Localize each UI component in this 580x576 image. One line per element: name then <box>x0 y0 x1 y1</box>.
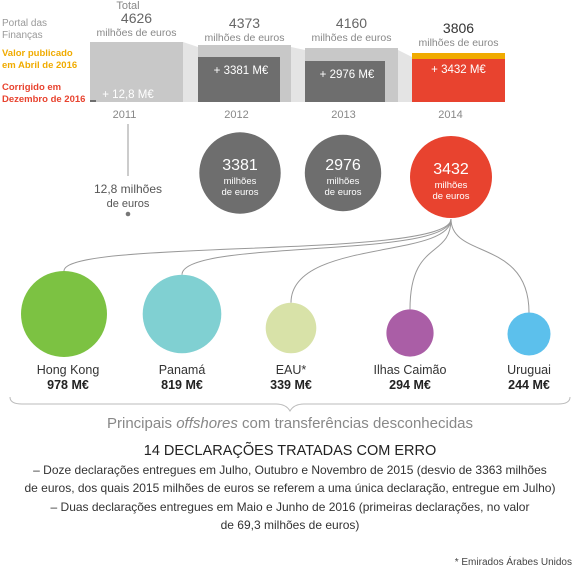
bar-connector-1 <box>291 47 305 102</box>
legend-corrected-1: Corrigido em <box>2 82 61 93</box>
offshore-bubble-0 <box>21 271 107 357</box>
offshore-name-2: EAU* <box>276 363 307 377</box>
declarations-line-2b: de 69,3 milhões de euros) <box>220 518 360 532</box>
bubble-value-2014: 3432 <box>433 161 469 178</box>
bar-correction-label-2014: + 3432 M€ <box>431 64 486 76</box>
bubble-unit1-2014: milhões <box>435 180 468 191</box>
bubble-unit2-2012: de euros <box>222 187 259 198</box>
bar-connector-2 <box>398 50 412 102</box>
bar-published-2014 <box>412 53 505 59</box>
offshore-name-0: Hong Kong <box>37 363 100 377</box>
bar-portal-2011 <box>90 42 183 102</box>
legend-portal-1: Portal das <box>2 18 47 29</box>
offshore-bubble-1 <box>142 274 222 354</box>
offshore-bubble-3 <box>386 309 434 357</box>
year-label-2014: 2014 <box>438 109 462 121</box>
bubble-value-2012: 3381 <box>222 157 258 174</box>
offshores-brace <box>9 396 571 413</box>
declarations-line-2a: – Duas declarações entregues em Maio e J… <box>50 500 530 514</box>
year-label-2013: 2013 <box>331 109 355 121</box>
total-unit-2013: milhões de euros <box>312 32 392 44</box>
offshore-connector-4 <box>450 218 530 313</box>
offshore-value-3: 294 M€ <box>389 378 431 392</box>
total-label: Total <box>116 0 139 12</box>
total-value-2014: 3806 <box>443 20 474 36</box>
bar-correction-2013 <box>305 61 385 102</box>
offshore-name-3: Ilhas Caimão <box>374 363 447 377</box>
bar-connector-0 <box>183 42 198 102</box>
bubble-2014 <box>410 136 492 218</box>
bar-correction-2012 <box>198 57 280 102</box>
total-unit-2012: milhões de euros <box>205 32 285 44</box>
bubble-2012 <box>199 132 281 214</box>
legend-published-2: em Abril de 2016 <box>2 60 77 71</box>
bubble-unit2-2014: de euros <box>433 191 470 202</box>
offshore-connector-3 <box>409 218 452 310</box>
bar-correction-2011 <box>90 100 96 102</box>
offshores-title-after: com transferências desconhecidas <box>237 415 474 432</box>
offshore-connector-0 <box>63 218 452 272</box>
declarations-line-1b: de euros, dos quais 2015 milhões de euro… <box>24 481 556 495</box>
bar-correction-label-2012: + 3381 M€ <box>214 65 269 77</box>
offshore-value-0: 978 M€ <box>47 378 89 392</box>
total-unit-2011: milhões de euros <box>97 27 177 39</box>
bubble-unit2-2013: de euros <box>325 187 362 198</box>
offshores-title-before: Principais <box>106 415 177 432</box>
offshore-connector-1 <box>181 218 452 275</box>
bar-correction-label-2013: + 2976 M€ <box>320 69 375 81</box>
year-label-2012: 2012 <box>224 109 248 121</box>
offshore-value-2: 339 M€ <box>270 378 312 392</box>
bar-corrected-2014 <box>412 59 505 102</box>
total-value-2011: 4626 <box>121 10 152 26</box>
year-label-2011: 2011 <box>113 109 137 121</box>
total-unit-2014: milhões de euros <box>419 37 499 49</box>
offshore-value-1: 819 M€ <box>161 378 203 392</box>
footnote: * Emirados Árabes Unidos <box>454 557 572 568</box>
bubble-value-2013: 2976 <box>325 157 361 174</box>
declarations-heading: 14 DECLARAÇÕES TRATADAS COM ERRO <box>143 443 437 459</box>
bubble-unit1-2013: milhões <box>327 176 360 187</box>
bar-correction-label-2011: + 12,8 M€ <box>102 89 154 101</box>
offshore-bubble-2 <box>265 302 317 354</box>
declarations-line-1a: – Doze declarações entregues em Julho, O… <box>33 463 547 477</box>
bubble-dot-2011 <box>125 211 131 217</box>
offshore-bubble-4 <box>507 312 551 356</box>
legend-corrected-2: Dezembro de 2016 <box>2 94 85 105</box>
offshores-title: Principais offshores com transferências … <box>0 415 580 432</box>
bubble-unit-2011: de euros <box>107 198 150 210</box>
bubble-unit1-2012: milhões <box>224 176 257 187</box>
legend-published-1: Valor publicado <box>2 48 73 59</box>
bubble-2013 <box>304 134 382 212</box>
offshore-connector-2 <box>290 218 452 303</box>
total-value-2013: 4160 <box>336 15 367 31</box>
offshore-name-1: Panamá <box>159 363 206 377</box>
offshores-title-emphasis: offshores <box>176 415 238 432</box>
offshore-name-4: Uruguai <box>507 363 551 377</box>
legend-portal-2: Finanças <box>2 30 43 41</box>
offshore-value-4: 244 M€ <box>508 378 550 392</box>
total-value-2012: 4373 <box>229 15 260 31</box>
bubble-label-2011: 12,8 milhões <box>94 182 162 196</box>
